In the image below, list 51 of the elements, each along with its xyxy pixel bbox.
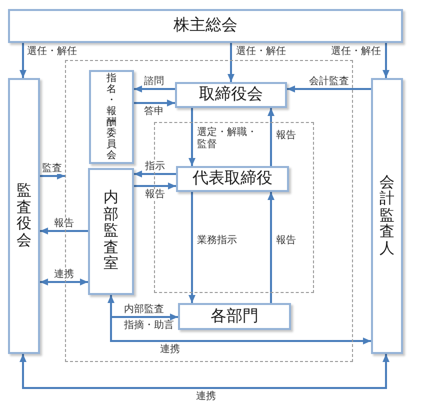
- edge-label: 答申: [144, 107, 164, 117]
- node-label: 内部監査室: [104, 190, 118, 273]
- edge-label: 選任・解任: [27, 47, 77, 57]
- arrow: [287, 86, 371, 92]
- edge-label: 監査: [42, 164, 62, 174]
- arrow: [20, 354, 390, 389]
- edge-label: 内部監査: [124, 305, 164, 315]
- process-box: [88, 168, 134, 295]
- arrow-label: 指摘・助言: [124, 321, 174, 331]
- arrow: [228, 43, 234, 82]
- arrow: [268, 192, 274, 303]
- arrow: [134, 182, 176, 190]
- edge-label: 連携: [54, 270, 74, 280]
- edge-label: 連携: [160, 345, 180, 355]
- arrow: [40, 172, 65, 180]
- process-box: [176, 166, 289, 192]
- arrow: [188, 108, 196, 166]
- process-box: [175, 82, 287, 108]
- arrow: [40, 228, 88, 234]
- arrow: [134, 100, 175, 106]
- edge-label: 会計監査: [309, 77, 349, 87]
- process-box: [8, 9, 403, 43]
- edge-label: 報告: [145, 190, 165, 200]
- edge-label: 報告: [276, 236, 296, 246]
- process-box: [89, 70, 134, 164]
- arrow: [20, 43, 26, 78]
- node-label: 指名・報酬委員会: [106, 73, 116, 161]
- node-label: 株主総会: [174, 18, 238, 34]
- edge-label: 連携: [196, 392, 216, 402]
- edge-label: 業務指示: [197, 236, 237, 246]
- arrow: [188, 192, 196, 303]
- arrow: [108, 295, 371, 344]
- edge-label: 選任・解任: [236, 47, 286, 57]
- arrow: [134, 86, 175, 92]
- node-label: 各部門: [210, 308, 258, 324]
- arrow: [382, 43, 390, 78]
- node-label: 会計監査人: [380, 174, 394, 258]
- edge-label: 報告: [54, 219, 74, 229]
- arrow: [134, 170, 176, 178]
- node-label: 取締役会: [199, 87, 263, 103]
- arrow: [268, 108, 274, 166]
- process-box: [371, 78, 403, 354]
- edge-label: 諮問: [144, 77, 164, 87]
- process-box: [178, 303, 291, 330]
- process-box: [8, 78, 40, 354]
- arrow: [40, 278, 88, 286]
- edge-label: 指示: [145, 162, 165, 172]
- edge-label: 選任・解任: [331, 47, 381, 57]
- edge-label: 報告: [276, 131, 296, 141]
- node-label: 監査役会: [16, 183, 32, 249]
- node-label: 代表取締役: [192, 171, 272, 187]
